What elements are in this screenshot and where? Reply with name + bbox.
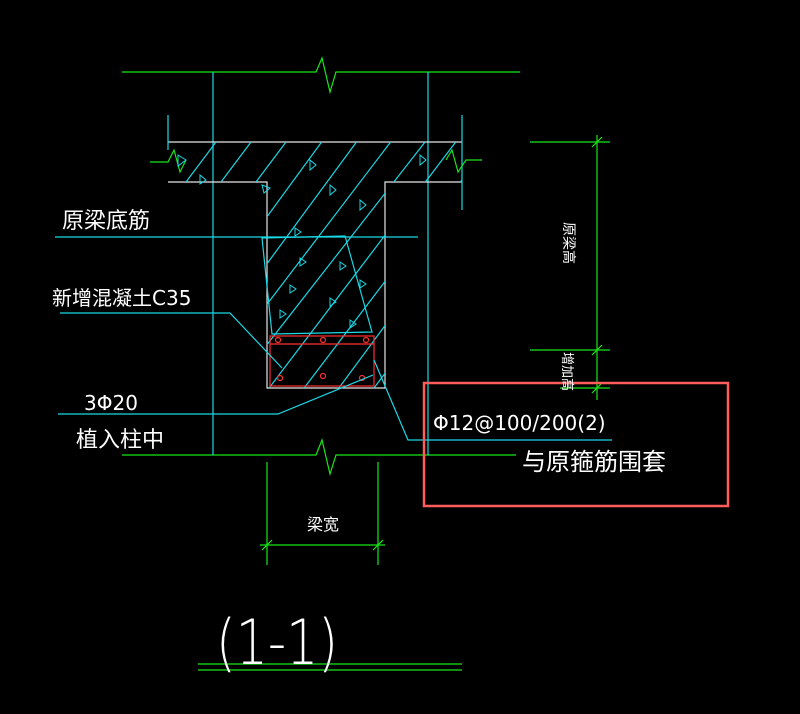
section-mark: (1-1) [216,606,338,679]
stirrup-note-label: 与原箍筋围套 [522,448,666,476]
beam-width-label: 梁宽 [307,515,339,534]
beam-bottom-rebar-label: 原梁底筋 [62,209,150,234]
beam-height-label: 原梁高 [560,222,577,264]
stirrup-leader [373,359,612,441]
beam-section-outline [150,115,482,389]
stirrup-label: Φ12@100/200(2) [433,411,606,435]
height-dimension [530,135,610,400]
added-height-label: 增加高 [559,352,575,391]
main-bars-leader [58,374,374,415]
main-bars-label: 3Φ20 [84,391,138,415]
aggregate-marks [177,153,427,329]
concrete-hatch [168,142,462,388]
new-concrete-leader [60,312,283,369]
highlight-box [422,381,730,508]
anchor-label: 植入柱中 [76,428,164,453]
bottom-break-line [122,438,516,477]
top-break-line [122,56,520,95]
new-concrete-label: 新增混凝土C35 [52,286,191,310]
width-dimension [260,462,385,565]
new-concrete-outline [261,235,373,335]
